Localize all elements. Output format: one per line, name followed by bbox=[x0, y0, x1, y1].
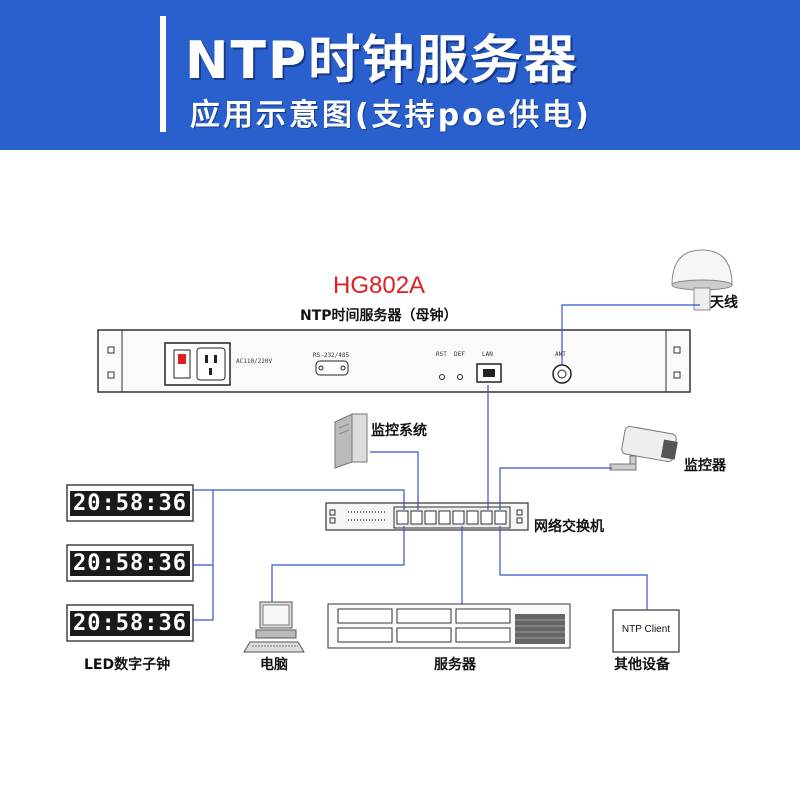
power-label: AC110/220V bbox=[236, 358, 273, 365]
led-clock-1: 20:58:36 bbox=[70, 488, 190, 518]
antenna-label: 天线 bbox=[710, 295, 738, 311]
serial-label: RS-232/485 bbox=[313, 352, 350, 359]
ntp-server-unit bbox=[97, 329, 691, 393]
led-clock-display: 20:58:36 bbox=[70, 490, 190, 516]
led-clock-label: LED数字子钟 bbox=[84, 657, 171, 673]
other-device-label: 其他设备 bbox=[614, 657, 670, 673]
ntp-client-label: NTP Client bbox=[621, 624, 671, 635]
switch-label: 网络交换机 bbox=[534, 519, 604, 535]
network-switch-unit bbox=[325, 502, 529, 531]
monitoring-system-label: 监控系统 bbox=[371, 423, 427, 439]
ant-label: ANT bbox=[555, 351, 566, 358]
def-label: DEF bbox=[454, 351, 465, 358]
camera-icon bbox=[609, 425, 678, 471]
lan-label: LAN bbox=[482, 351, 493, 358]
computer-icon bbox=[243, 601, 305, 653]
server-rack-unit bbox=[327, 603, 571, 649]
server-label: 服务器 bbox=[434, 657, 476, 673]
led-clock-3: 20:58:36 bbox=[70, 608, 190, 638]
computer-label: 电脑 bbox=[260, 657, 288, 673]
led-clock-display: 20:58:36 bbox=[70, 550, 190, 576]
monitoring-system-icon bbox=[334, 413, 368, 469]
ntp-client-box bbox=[612, 609, 680, 653]
connection-lines bbox=[193, 304, 700, 621]
page-title: NTP时钟服务器 bbox=[185, 31, 579, 91]
page-subtitle: 应用示意图(支持poe供电) bbox=[190, 98, 592, 133]
antenna-icon bbox=[671, 249, 733, 311]
header-banner: NTP时钟服务器 应用示意图(支持poe供电) bbox=[0, 0, 800, 150]
device-model: HG802A bbox=[333, 272, 426, 299]
camera-label: 监控器 bbox=[684, 458, 726, 474]
rst-label: RST bbox=[436, 351, 447, 358]
led-clock-2: 20:58:36 bbox=[70, 548, 190, 578]
header-accent-bar bbox=[160, 16, 166, 132]
device-name: NTP时间服务器（母钟） bbox=[300, 308, 458, 324]
led-clock-display: 20:58:36 bbox=[70, 610, 190, 636]
